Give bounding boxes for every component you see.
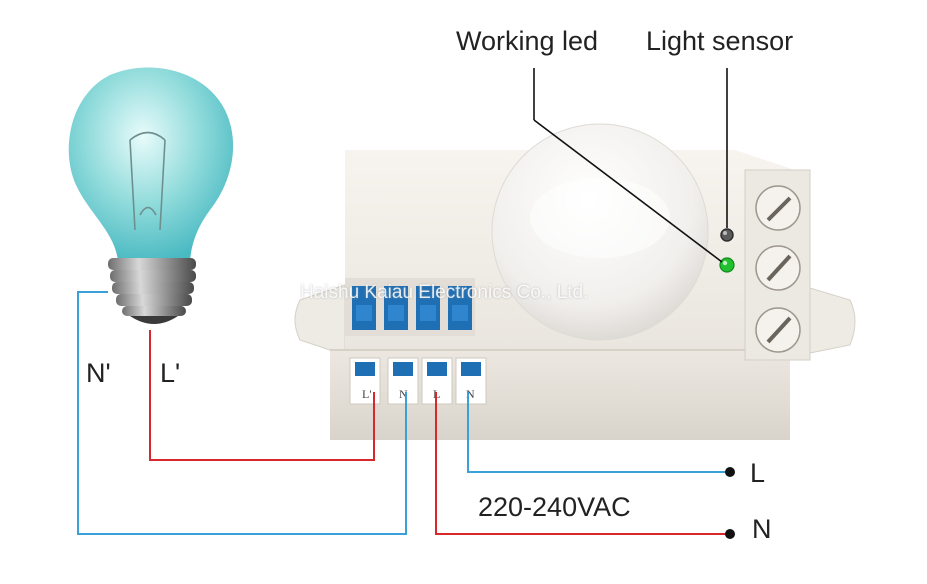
bulb-glass (68, 67, 234, 265)
label-n-prime: N' (86, 358, 111, 388)
working-led-icon (719, 257, 735, 273)
wire-neutral-bulb (77, 291, 407, 535)
terminal-label-n2: N (466, 387, 475, 401)
watermark-text: Haishu Kaiau Electronics Co., Ltd. (300, 282, 589, 303)
module-mount-ear-right (799, 284, 856, 356)
wire-neutral-supply (467, 392, 730, 473)
wire-live-bulb (149, 330, 375, 461)
leader-working-led-diag (533, 119, 723, 263)
terminal-screws-top (345, 278, 475, 336)
label-line-l: L (750, 458, 766, 488)
light-bulb (68, 67, 234, 324)
wire-live-supply (435, 392, 730, 535)
bulb-filament (129, 131, 166, 231)
knob-lux-icon (755, 245, 801, 291)
knob-time-icon (755, 185, 801, 231)
wires (77, 291, 730, 535)
label-l-prime: L' (160, 358, 181, 388)
bulb-screw-base (108, 258, 196, 324)
terminal-label-n1: N (399, 387, 408, 401)
terminal-sockets-front: L' N L N (349, 357, 487, 405)
terminal-dot-l (725, 467, 735, 477)
label-line-n: N (752, 514, 772, 544)
adjustment-knobs (744, 169, 811, 361)
terminal-dot-n (725, 529, 735, 539)
sensor-module: L' N L N (294, 123, 856, 440)
label-light-sensor: Light sensor (646, 26, 794, 56)
terminal-label-lprime: L' (362, 387, 372, 401)
label-voltage: 220-240VAC (478, 492, 631, 522)
light-sensor-icon (720, 228, 734, 242)
knob-range-icon (755, 307, 801, 353)
label-working-led: Working led (456, 26, 599, 56)
